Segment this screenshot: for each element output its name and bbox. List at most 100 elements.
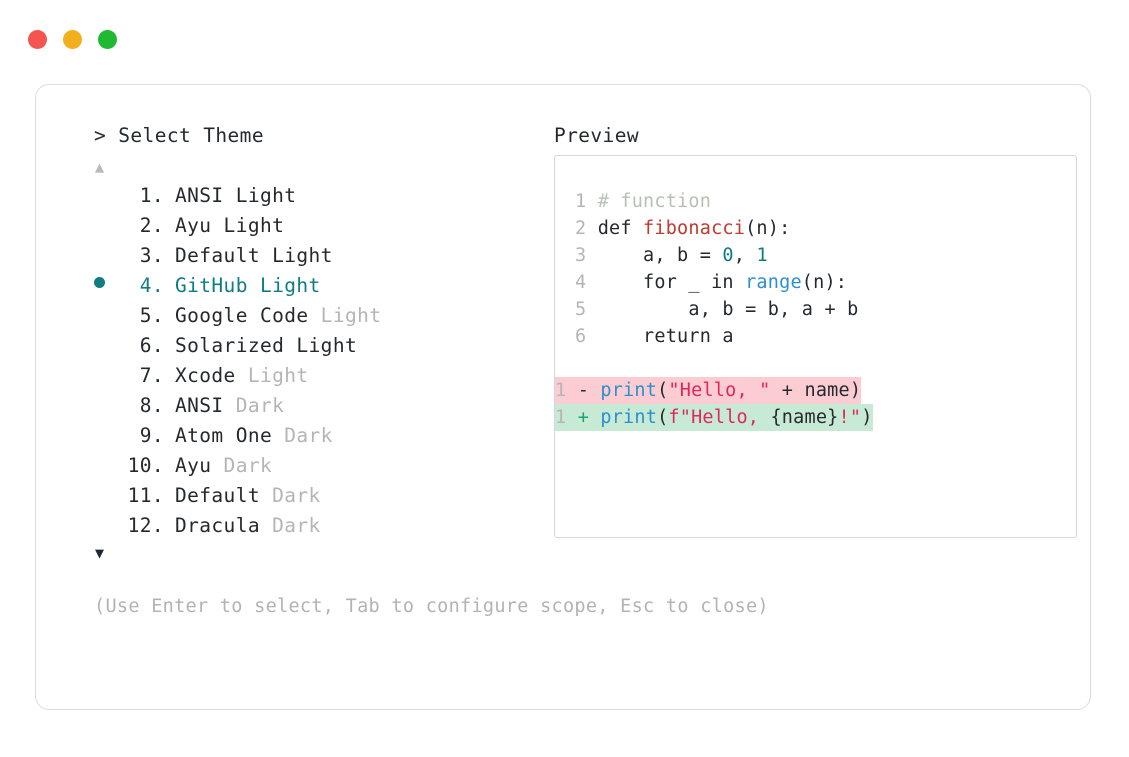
code-token: (n): bbox=[745, 218, 791, 239]
theme-name: Google Code bbox=[175, 304, 309, 327]
theme-name: GitHub Light bbox=[175, 274, 321, 297]
theme-index: 9. bbox=[139, 424, 164, 447]
theme-variant-badge: Dark bbox=[259, 484, 321, 507]
preview-title: Preview bbox=[554, 124, 639, 147]
code-line: 3 a, b = 0, 1 bbox=[575, 242, 1076, 269]
line-number: 6 bbox=[575, 326, 598, 347]
selected-dot-icon bbox=[94, 277, 105, 288]
keyboard-hint: (Use Enter to select, Tab to configure s… bbox=[94, 596, 769, 617]
theme-variant-badge: Light bbox=[235, 364, 309, 387]
theme-index: 11. bbox=[127, 484, 164, 507]
code-token: !" bbox=[838, 407, 862, 428]
code-token: a, b = b, a + b bbox=[597, 299, 859, 320]
theme-list-item[interactable]: 5. Google Code Light bbox=[94, 301, 544, 331]
code-line: 2 def fibonacci(n): bbox=[575, 215, 1076, 242]
code-token: (n): bbox=[801, 272, 848, 293]
scroll-up-icon[interactable]: ▲ bbox=[95, 158, 105, 176]
theme-name: Ayu Light bbox=[175, 214, 285, 237]
theme-name: Ayu bbox=[175, 454, 212, 477]
theme-list-item[interactable]: 10. Ayu Dark bbox=[94, 451, 544, 481]
theme-index: 4. bbox=[139, 274, 164, 297]
line-number: 2 bbox=[575, 218, 598, 239]
theme-index: 3. bbox=[139, 244, 164, 267]
theme-list-item[interactable]: 1.ANSI Light bbox=[94, 181, 544, 211]
theme-variant-badge: Dark bbox=[223, 394, 285, 417]
theme-list-item[interactable]: 7. Xcode Light bbox=[94, 361, 544, 391]
diff-marker: - bbox=[577, 380, 601, 401]
theme-picker-card: > Select Theme ▲ 1.ANSI Light 2. Ayu Light… bbox=[35, 84, 1091, 710]
window-traffic-lights bbox=[28, 30, 117, 49]
theme-index: 12. bbox=[127, 514, 164, 537]
theme-list-item[interactable]: 2. Ayu Light bbox=[94, 211, 544, 241]
theme-list-item[interactable]: 3. Default Light bbox=[94, 241, 544, 271]
theme-name: Atom One bbox=[175, 424, 273, 447]
selection-bullet-icon bbox=[94, 277, 120, 288]
theme-index: 10. bbox=[127, 454, 164, 477]
theme-index: 2. bbox=[139, 214, 164, 237]
code-token: for _ in bbox=[597, 272, 746, 293]
theme-index: 6. bbox=[139, 334, 164, 357]
code-token: # function bbox=[597, 191, 712, 212]
code-token: ) bbox=[861, 407, 873, 428]
code-line: 5 a, b = b, a + b bbox=[575, 296, 1076, 323]
code-spacer bbox=[555, 350, 1076, 377]
theme-list-item[interactable]: 8. ANSI Dark bbox=[94, 391, 544, 421]
line-number: 4 bbox=[575, 272, 598, 293]
page-title: > Select Theme bbox=[94, 124, 264, 147]
code-token: {name} bbox=[770, 407, 839, 428]
theme-variant-badge: Dark bbox=[211, 454, 273, 477]
code-token: 1 bbox=[756, 245, 768, 266]
theme-name: Default Light bbox=[175, 244, 333, 267]
minimize-button[interactable] bbox=[63, 30, 82, 49]
theme-name: ANSI bbox=[175, 394, 224, 417]
theme-variant-badge: Light bbox=[308, 304, 382, 327]
code-token: print bbox=[600, 407, 658, 428]
theme-name: Xcode bbox=[175, 364, 236, 387]
diff-row: 1 + print(f"Hello, {name}!") bbox=[555, 404, 1076, 431]
maximize-button[interactable] bbox=[98, 30, 117, 49]
line-number: 3 bbox=[575, 245, 598, 266]
theme-list-item[interactable]: 4. GitHub Light bbox=[94, 271, 544, 301]
code-token: f"Hello, bbox=[668, 407, 771, 428]
diff-removed-line: 1 - print("Hello, " + name) bbox=[555, 377, 862, 404]
code-token: def bbox=[597, 218, 644, 239]
code-token: "Hello, " bbox=[668, 380, 771, 401]
code-token: print bbox=[600, 380, 658, 401]
theme-index: 7. bbox=[139, 364, 164, 387]
theme-index: 5. bbox=[139, 304, 164, 327]
theme-name: ANSI Light bbox=[175, 184, 297, 207]
code-token: 0 bbox=[722, 245, 734, 266]
diff-added-line: 1 + print(f"Hello, {name}!") bbox=[555, 404, 873, 431]
theme-name: Solarized Light bbox=[175, 334, 358, 357]
code-token: a, b = bbox=[597, 245, 723, 266]
diff-block: 1 - print("Hello, " + name)1 + print(f"H… bbox=[535, 377, 1076, 431]
theme-name: Dracula bbox=[175, 514, 260, 537]
theme-selection-panel: > Select Theme ▲ 1.ANSI Light 2. Ayu Light… bbox=[66, 121, 769, 621]
diff-row: 1 - print("Hello, " + name) bbox=[555, 377, 1076, 404]
line-number: 1 bbox=[555, 380, 578, 401]
theme-name: Default bbox=[175, 484, 260, 507]
theme-index: 8. bbox=[139, 394, 164, 417]
code-line: 4 for _ in range(n): bbox=[575, 269, 1076, 296]
code-token: ( bbox=[657, 380, 669, 401]
close-button[interactable] bbox=[28, 30, 47, 49]
theme-list-item[interactable]: 6. Solarized Light bbox=[94, 331, 544, 361]
theme-list-item[interactable]: 9. Atom One Dark bbox=[94, 421, 544, 451]
line-number: 1 bbox=[555, 407, 578, 428]
theme-list-item[interactable]: 12. Dracula Dark bbox=[94, 511, 544, 541]
code-token: range bbox=[745, 272, 802, 293]
theme-list: 1.ANSI Light 2. Ayu Light 3. Default Light 4.… bbox=[94, 181, 544, 541]
theme-list-item[interactable]: 11. Default Dark bbox=[94, 481, 544, 511]
code-token: + name) bbox=[770, 380, 862, 401]
code-token: ( bbox=[657, 407, 669, 428]
line-number: 1 bbox=[575, 191, 598, 212]
code-token: return a bbox=[597, 326, 734, 347]
theme-variant-badge: Dark bbox=[272, 424, 333, 447]
scroll-down-icon[interactable]: ▼ bbox=[95, 544, 105, 562]
line-number: 5 bbox=[575, 299, 598, 320]
diff-marker: + bbox=[577, 407, 601, 428]
theme-variant-badge: Dark bbox=[259, 514, 321, 537]
code-line: 6 return a bbox=[575, 323, 1076, 350]
